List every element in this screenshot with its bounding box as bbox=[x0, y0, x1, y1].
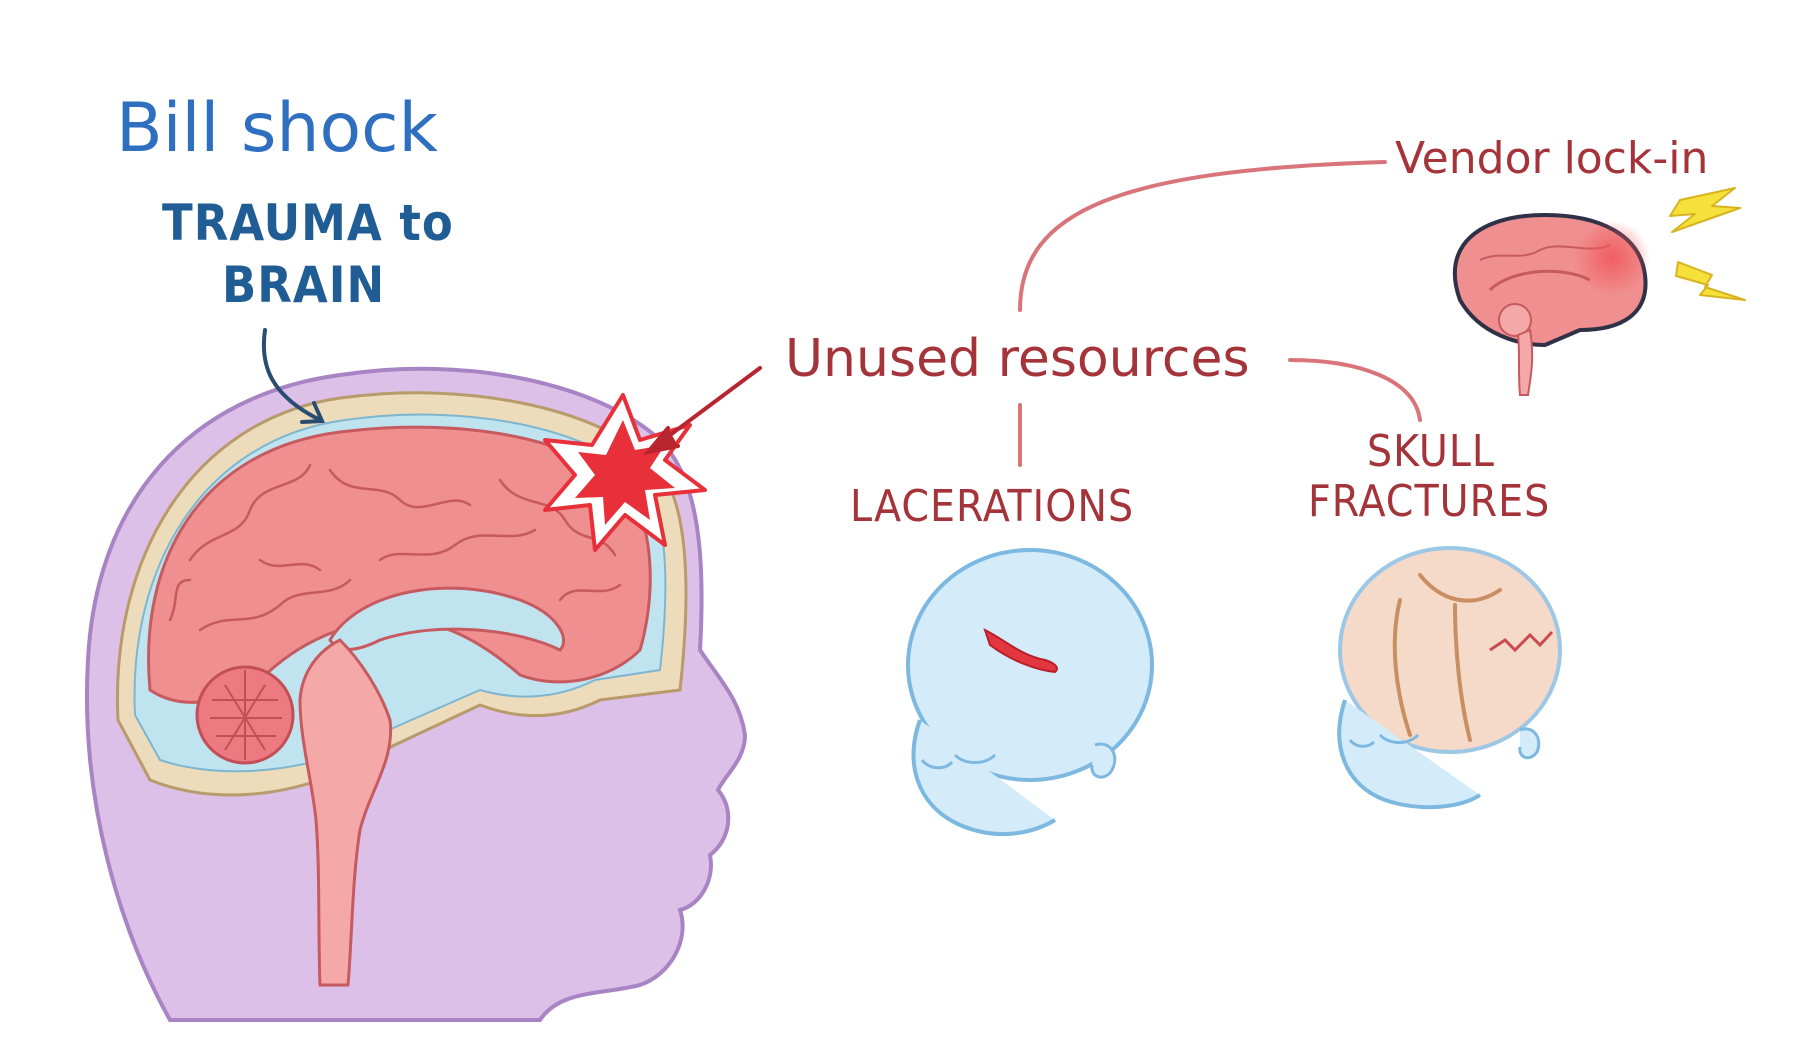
subtitle-line-2: BRAIN bbox=[222, 256, 386, 314]
brain-injury-icon bbox=[1453, 212, 1650, 396]
center-label: Unused resources bbox=[785, 329, 1250, 389]
ventricle bbox=[328, 586, 566, 652]
right-child-line-1: SKULL bbox=[1367, 426, 1495, 477]
cerebellum bbox=[195, 665, 295, 765]
top-right-label: Vendor lock-in bbox=[1395, 133, 1709, 184]
brainstem bbox=[298, 638, 393, 987]
lightning-icon bbox=[1669, 187, 1746, 301]
impact-arrow bbox=[642, 366, 762, 456]
subtitle-pointer-arrow bbox=[261, 328, 326, 424]
baby-head-brain-section bbox=[85, 366, 748, 1022]
right-child-line-2: FRACTURES bbox=[1308, 476, 1551, 527]
left-child-label: LACERATIONS bbox=[850, 481, 1135, 532]
subtitle-line-1: TRAUMA to bbox=[162, 194, 454, 252]
diagram-title: Bill shock bbox=[116, 89, 438, 168]
baby-head-laceration bbox=[906, 548, 1154, 836]
connector-lines bbox=[1018, 160, 1422, 467]
baby-head-skull-fracture bbox=[1337, 546, 1562, 810]
